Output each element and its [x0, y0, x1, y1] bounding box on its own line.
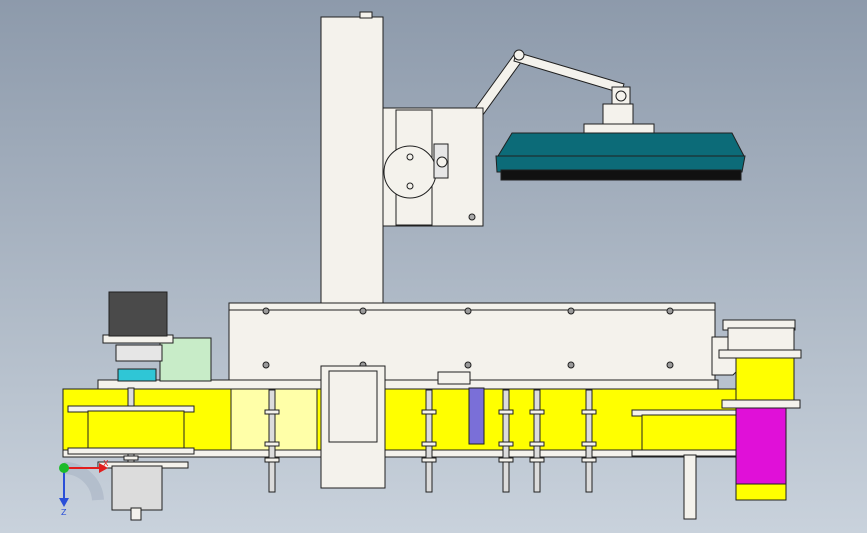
housing-bolt: [666, 361, 674, 369]
right-pulley-body: [641, 414, 741, 453]
shaft-collar: [529, 441, 545, 447]
tray-underside: [500, 169, 742, 181]
left-pulley-flange-bottom: [67, 447, 195, 455]
yellow-collar: [735, 357, 795, 401]
support-shaft: [533, 389, 541, 493]
stepper-drive-left[interactable]: [102, 291, 212, 382]
shaft-collar: [123, 455, 139, 461]
x-axis-label: X: [103, 459, 109, 468]
housing-bolt: [262, 361, 270, 369]
left-output-shaft: [130, 507, 142, 521]
gear-belt: [115, 344, 163, 362]
motor-end-cap: [735, 483, 787, 501]
drive-wheel-hole-top: [406, 153, 414, 161]
tray-front-edge: [495, 155, 746, 173]
sensor-mount: [437, 371, 471, 385]
shaft-collar: [529, 457, 545, 463]
wrist-block: [602, 103, 634, 127]
heat-press-tray[interactable]: [495, 132, 746, 181]
mount-bolt: [468, 213, 476, 221]
shaft-collar: [581, 409, 597, 415]
housing-bolt: [359, 307, 367, 315]
drive-wheel-hole-bottom: [406, 182, 414, 190]
left-pulley-body: [87, 410, 185, 450]
shaft-collar: [498, 441, 514, 447]
support-shaft: [585, 389, 593, 493]
stepper-motor: [108, 291, 168, 337]
housing-bolt: [464, 307, 472, 315]
wrist-pivot: [615, 90, 627, 102]
column-top-cap: [359, 11, 373, 19]
tray-top-surface: [497, 132, 745, 157]
shaft-collar: [264, 441, 280, 447]
motor-bell: [727, 327, 795, 351]
shaft-collar: [581, 457, 597, 463]
shaft-collar: [529, 409, 545, 415]
shaft-collar: [581, 441, 597, 447]
magenta-motor-body: [735, 407, 787, 485]
shaft-collar: [498, 409, 514, 415]
crank-pivot: [436, 156, 448, 168]
green-bracket: [159, 337, 212, 382]
housing-bolt: [567, 307, 575, 315]
motor-bell-rim: [718, 349, 802, 359]
housing-bolts: [262, 307, 674, 369]
left-bearing-housing: [111, 465, 163, 511]
support-shaft: [268, 389, 276, 493]
column-assembly[interactable]: [320, 11, 484, 365]
shaft-collar: [421, 409, 437, 415]
right-pulley-assembly[interactable]: [631, 409, 751, 520]
vertical-column: [320, 16, 384, 315]
magenta-motor-unit[interactable]: [718, 319, 802, 501]
support-shaft: [425, 389, 433, 493]
housing-bolt: [567, 361, 575, 369]
support-shaft: [502, 389, 510, 493]
left-pulley-assembly[interactable]: [67, 405, 195, 521]
gear-coupler: [117, 368, 157, 382]
shaft-collar: [498, 457, 514, 463]
coordinate-triad-icon: [59, 463, 69, 473]
upper-housing[interactable]: [228, 302, 753, 384]
upper-housing-box: [228, 302, 716, 384]
housing-bolt: [262, 307, 270, 315]
elbow-pivot: [513, 49, 525, 61]
shaft-collar: [421, 457, 437, 463]
right-pulley-shaft: [683, 454, 697, 520]
coordinate-triad: X Z: [59, 459, 109, 517]
x-axis-arrow: [99, 463, 108, 473]
housing-bolt: [666, 307, 674, 315]
wrist-plate: [583, 123, 655, 134]
collar-flange: [721, 399, 801, 409]
upper-housing-lip: [228, 302, 716, 311]
carriage-window: [328, 370, 378, 443]
support-shafts[interactable]: [123, 387, 780, 493]
shaft-collar: [421, 441, 437, 447]
shaft-collar: [264, 409, 280, 415]
shaft-collar: [264, 457, 280, 463]
housing-bolt: [464, 361, 472, 369]
z-axis-arrow: [59, 498, 69, 507]
z-axis-label: Z: [61, 508, 67, 517]
sensor-body: [468, 387, 485, 445]
